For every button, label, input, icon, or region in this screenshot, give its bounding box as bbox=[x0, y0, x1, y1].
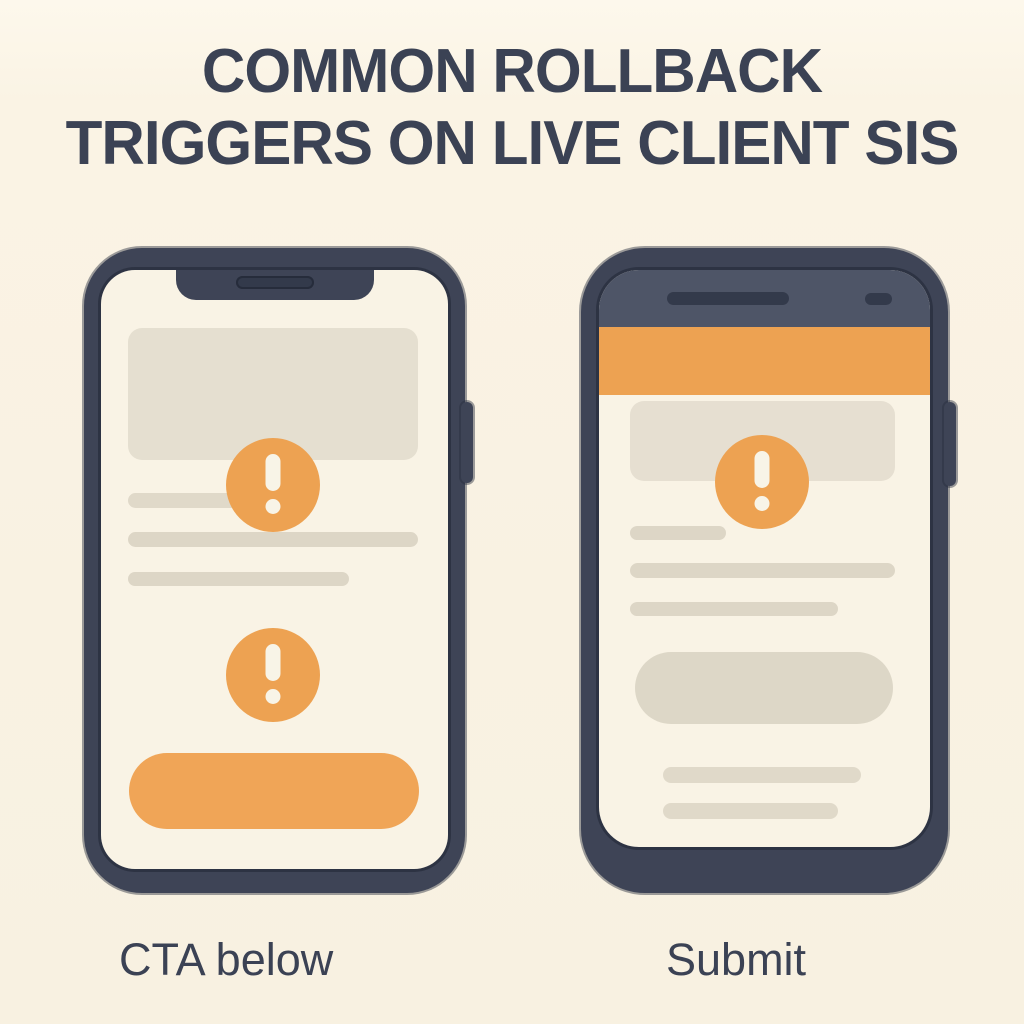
app-header-bar bbox=[599, 327, 930, 395]
title-line-2: TRIGGERS ON LIVE CLIENT SIS bbox=[65, 109, 960, 178]
text-line-placeholder bbox=[630, 602, 838, 616]
exclamation-bar bbox=[754, 451, 770, 488]
submit-label: Submit bbox=[666, 934, 807, 985]
text-line-placeholder bbox=[630, 526, 726, 540]
warning-icon bbox=[715, 435, 809, 529]
page-title: COMMON ROLLBACK TRIGGERS ON LIVE CLIENT … bbox=[15, 36, 1008, 180]
exclamation-dot bbox=[265, 689, 281, 704]
text-line-placeholder bbox=[128, 532, 418, 547]
speaker-grille bbox=[667, 292, 789, 305]
text-line-placeholder bbox=[630, 563, 895, 578]
side-button bbox=[461, 402, 473, 483]
exclamation-bar bbox=[265, 644, 281, 681]
speaker-grille bbox=[235, 276, 314, 289]
cta-button-placeholder bbox=[129, 753, 419, 829]
title-line-1: COMMON ROLLBACK bbox=[201, 37, 823, 106]
phone-screen bbox=[599, 270, 930, 847]
pill-button-placeholder bbox=[635, 652, 893, 724]
text-line-placeholder bbox=[663, 767, 861, 783]
side-button bbox=[944, 402, 956, 486]
exclamation-bar bbox=[265, 454, 281, 491]
phone-android-illustration bbox=[581, 248, 956, 893]
exclamation-dot bbox=[265, 499, 281, 514]
text-line-placeholder bbox=[663, 803, 838, 819]
warning-icon bbox=[226, 438, 320, 532]
camera-dot bbox=[865, 293, 892, 305]
cta-below-label: CTA below bbox=[119, 934, 334, 985]
phone-iphone-illustration bbox=[84, 248, 473, 893]
exclamation-dot bbox=[754, 496, 770, 511]
top-bezel bbox=[599, 270, 930, 327]
phone-screen bbox=[101, 270, 448, 869]
warning-icon bbox=[226, 628, 320, 722]
text-line-placeholder bbox=[128, 572, 349, 586]
notch bbox=[175, 270, 374, 300]
